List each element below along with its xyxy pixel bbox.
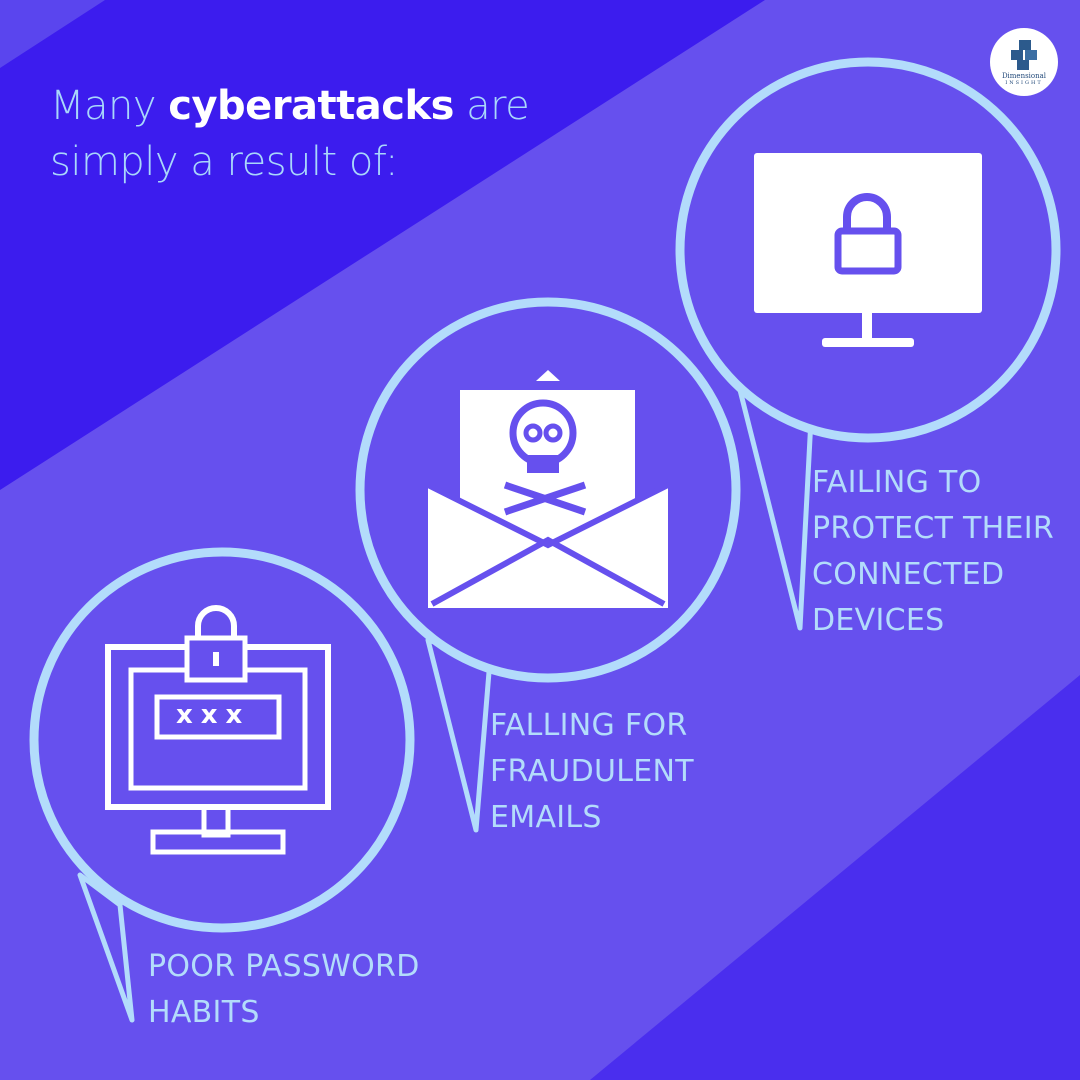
label-line: FRAUDULENT bbox=[490, 754, 694, 789]
monitor-lock-icon bbox=[675, 57, 1061, 631]
dark-band-top bbox=[0, 0, 765, 490]
label-line: PROTECT THEIR bbox=[812, 511, 1055, 546]
item-emails-label: FALLING FOR FRAUDULENT EMAILS bbox=[490, 703, 694, 841]
headline-text: Many bbox=[50, 83, 169, 129]
item-password-label: POOR PASSWORD HABITS bbox=[148, 944, 420, 1036]
label-line: CONNECTED bbox=[812, 557, 1005, 592]
headline-emphasis: cyberattacks bbox=[168, 83, 454, 129]
computer-password-lock-icon bbox=[29, 547, 415, 1023]
headline-line2: simply a result of: bbox=[50, 139, 399, 185]
logo-sub: INSIGHT bbox=[1005, 80, 1043, 86]
corner-strip bbox=[0, 0, 105, 68]
label-line: FAILING TO bbox=[812, 465, 982, 500]
cubes-logo-icon bbox=[1011, 40, 1037, 70]
label-line: FALLING FOR bbox=[490, 708, 688, 743]
company-logo: Dimensional INSIGHT bbox=[990, 28, 1058, 96]
item-devices-label: FAILING TO PROTECT THEIR CONNECTED DEVIC… bbox=[812, 460, 1054, 644]
headline: Many cyberattacks are simply a result of… bbox=[50, 78, 530, 190]
headline-text: are bbox=[453, 83, 530, 129]
label-line: EMAILS bbox=[490, 800, 602, 835]
password-mask: xxx bbox=[176, 700, 251, 730]
dark-band-bottom bbox=[590, 675, 1080, 1080]
envelope-skull-icon bbox=[355, 297, 741, 833]
label-line: DEVICES bbox=[812, 603, 945, 638]
label-line: HABITS bbox=[148, 995, 260, 1030]
logo-name: Dimensional bbox=[1001, 72, 1047, 80]
label-line: POOR PASSWORD bbox=[148, 949, 420, 984]
